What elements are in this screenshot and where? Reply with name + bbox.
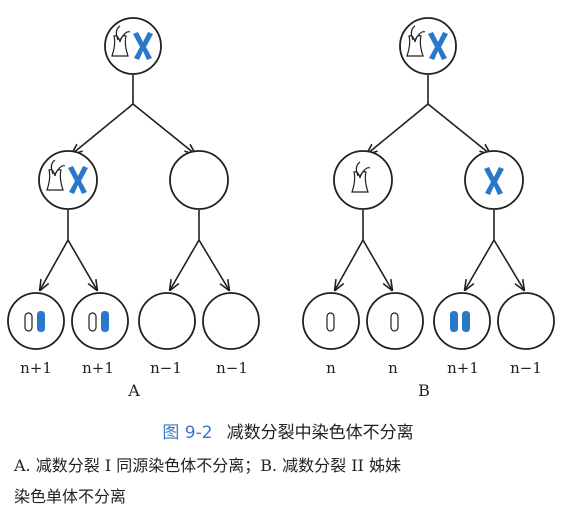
- panel-b-daughter-cell-right: [464, 150, 524, 210]
- panel-a-gamete-4: [202, 292, 260, 350]
- white-chromosome-icon: [351, 161, 371, 193]
- panel-b-gamete-3: [433, 292, 491, 350]
- panel-b-gamete-1-label: n: [326, 359, 336, 377]
- white-chromatid-icon: [88, 312, 97, 332]
- white-homolog-pair-icon: [46, 159, 66, 191]
- blue-homolog-pair-icon: [133, 32, 153, 60]
- white-homolog-pair-icon: [111, 25, 131, 57]
- panel-b-gamete-4-label: n−1: [510, 359, 542, 377]
- blue-chromatid-icon: [101, 311, 109, 332]
- figure-legend: A. 减数分裂 I 同源染色体不分离；B. 减数分裂 II 姊妹 染色单体不分离: [14, 450, 562, 512]
- panel-a-parent-cell: [104, 17, 162, 75]
- panel-a-gamete-4-label: n−1: [216, 359, 248, 377]
- white-chromatid-icon: [24, 312, 33, 332]
- white-chromatid-icon: [390, 312, 399, 332]
- panel-a-daughter-cell-right-empty: [169, 150, 229, 210]
- panel-a-gamete-1: [7, 292, 65, 350]
- panel-a-gamete-2: [71, 292, 129, 350]
- figure-number: 图 9-2: [162, 423, 213, 443]
- panel-a-gamete-3-label: n−1: [150, 359, 182, 377]
- panel-a-daughter-cell-left: [38, 150, 98, 210]
- panel-a-gamete-3: [138, 292, 196, 350]
- panel-b-gamete-2-label: n: [388, 359, 398, 377]
- panel-a-gamete-1-label: n+1: [20, 359, 52, 377]
- blue-chromosome-icon: [484, 167, 504, 195]
- panel-b: n n n+1 n−1 B: [302, 17, 555, 400]
- blue-chromatid-icon: [462, 311, 470, 332]
- blue-chromatid-icon: [37, 311, 45, 332]
- blue-chromatid-icon: [450, 311, 458, 332]
- blue-homolog-pair-icon: [428, 32, 448, 60]
- panel-b-gamete-4: [497, 292, 555, 350]
- panel-b-gamete-3-label: n+1: [447, 359, 479, 377]
- panel-a-gamete-2-label: n+1: [82, 359, 114, 377]
- white-chromatid-icon: [326, 312, 335, 332]
- panel-b-gamete-2: [366, 292, 424, 350]
- white-homolog-pair-icon: [406, 25, 426, 57]
- figure-legend-line-1: A. 减数分裂 I 同源染色体不分离；B. 减数分裂 II 姊妹: [14, 456, 401, 475]
- figure-title: 减数分裂中染色体不分离: [226, 423, 414, 443]
- blue-homolog-pair-icon: [68, 166, 88, 194]
- figure-legend-line-2: 染色单体不分离: [14, 487, 127, 506]
- panel-b-gamete-1: [302, 292, 360, 350]
- panel-b-label: B: [418, 381, 430, 400]
- panel-b-daughter-cell-left: [333, 150, 393, 210]
- panel-b-parent-cell: [399, 17, 457, 75]
- panel-a-label: A: [127, 381, 140, 400]
- panel-a: n+1 n+1 n−1 n−1 A: [7, 17, 260, 400]
- figure-caption: 图 9-2 减数分裂中染色体不分离: [0, 418, 576, 443]
- nondisjunction-diagram: n+1 n+1 n−1 n−1 A: [7, 17, 555, 400]
